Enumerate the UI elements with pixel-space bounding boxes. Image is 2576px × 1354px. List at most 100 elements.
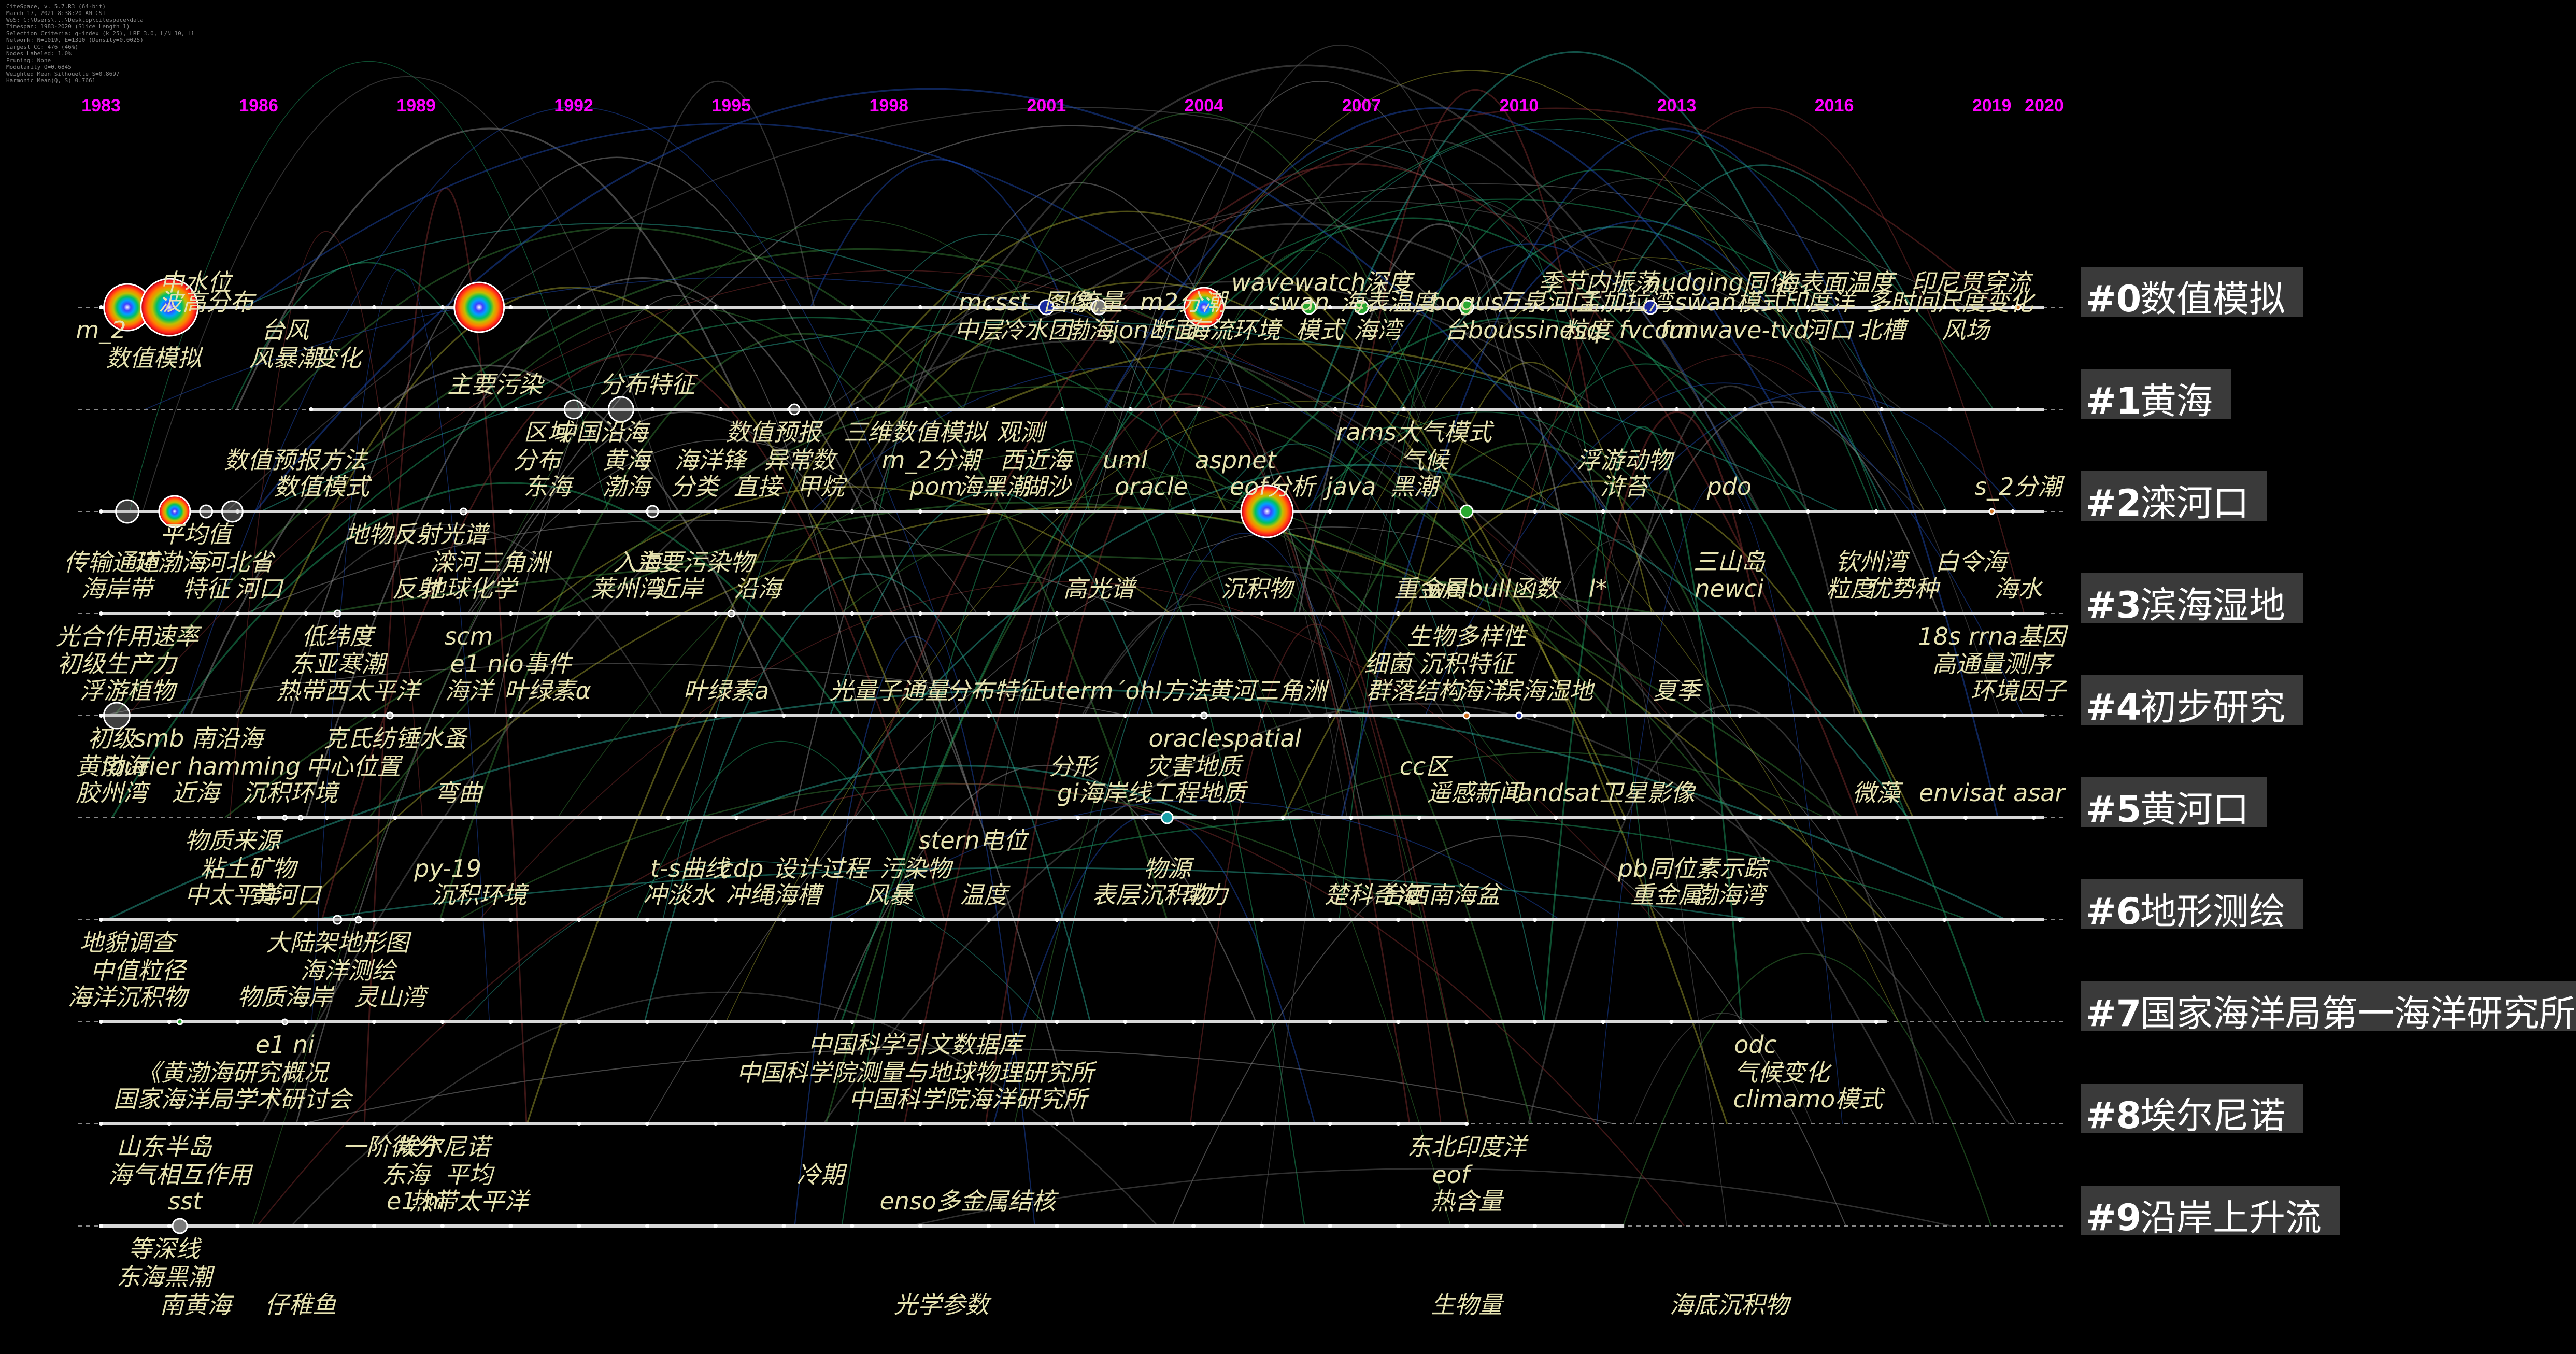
year-tick-label: 1983 (81, 96, 121, 116)
node-dot (1191, 1122, 1196, 1126)
info-line: Largest CC: 476 (46%) (6, 44, 79, 50)
node-dot (440, 509, 445, 514)
keyword-label: java (1323, 473, 1376, 501)
link-arc (636, 741, 926, 920)
node-dot (871, 816, 875, 820)
cluster-name: 黄海 (2140, 380, 2213, 422)
link-arc (289, 156, 944, 716)
link-arc (479, 581, 1654, 920)
link-arc (241, 223, 980, 308)
cluster-label-bg (2081, 267, 2303, 317)
keyword-label: l* (1589, 575, 1607, 603)
node-dot (1674, 407, 1679, 411)
node-dot (781, 1122, 786, 1126)
node-dot (1874, 611, 1878, 616)
node-dot (577, 305, 581, 309)
keyword-label: 入海 (613, 548, 664, 576)
node-dot (781, 918, 786, 922)
node-dot (1470, 407, 1474, 411)
node-dot (986, 1020, 991, 1024)
node-dot (1396, 1224, 1401, 1228)
link-arc (458, 782, 1425, 921)
node-dot (235, 305, 240, 309)
link-arc (250, 317, 1373, 614)
info-line: March 17, 2021 8:38:20 AM CST (6, 10, 106, 17)
keyword-label: 粒度 (1563, 316, 1615, 344)
node-dot (1743, 407, 1747, 411)
keyword-label: 风暴潮 (249, 344, 324, 372)
keyword-label: 中国科学引文数据库 (808, 1031, 1026, 1059)
node-dot (235, 509, 240, 514)
link-arc (1094, 81, 1546, 512)
keyword-label: bogus (1430, 288, 1503, 316)
keyword-label: 优势种 (1867, 575, 1941, 603)
link-arc (1167, 250, 1447, 512)
keyword-label: eof (1432, 1161, 1472, 1189)
link-arc (825, 475, 1532, 1124)
keyword-label: 中国科学院海洋研究所 (848, 1085, 1090, 1113)
node-dot (1879, 407, 1884, 411)
citation-node (1183, 287, 1225, 328)
keyword-label: 三维数值模拟 (844, 418, 989, 446)
keyword-label: m_2分潮 (882, 446, 984, 474)
node-dot (530, 816, 534, 820)
info-line: Selection Criteria: g-index (k=25), LRF=… (6, 30, 193, 37)
node-dot (1464, 918, 1469, 922)
keyword-label: 冷期 (797, 1161, 848, 1189)
keyword-label: 渤海 (603, 473, 653, 501)
keyword-label: 黑潮 (1390, 473, 1442, 501)
keyword-label: envisat asar (1919, 779, 2067, 807)
cluster-label-bg (2081, 879, 2303, 929)
node-dot (235, 918, 240, 922)
node-dot (850, 1020, 855, 1024)
node-dot (1601, 1224, 1605, 1228)
keyword-label: 热带西太平洋 (276, 677, 422, 705)
cluster-label-bg (2081, 1084, 2303, 1133)
keyword-label: 季节内振荡 (1539, 268, 1661, 296)
node-dot (713, 305, 718, 309)
keyword-label: 变化 (314, 344, 364, 372)
node-dot (1076, 816, 1080, 820)
keyword-label: 遥感 (1427, 779, 1478, 807)
node-dot (1055, 1224, 1059, 1228)
keyword-label: wavewatch (1231, 268, 1366, 296)
citation-node (140, 278, 199, 337)
link-arc (833, 764, 1257, 1022)
link-arc (111, 482, 909, 818)
keyword-label: 海洋沉积物 (68, 983, 190, 1011)
link-arc (1167, 118, 1994, 410)
link-arc (261, 340, 1917, 1124)
keyword-label: fourier hamming (101, 752, 301, 780)
node-dot (781, 611, 786, 616)
citation-node (386, 711, 394, 720)
cluster-id: #9 (2086, 1196, 2141, 1239)
node-dot (304, 1122, 308, 1126)
keyword-label: 东海 (523, 473, 574, 501)
node-dot (235, 714, 240, 718)
keyword-label: 河北省 (202, 548, 276, 576)
link-arc (127, 270, 1669, 716)
keyword-label: gi海岸线工程地质 (1057, 779, 1248, 807)
info-panel: CiteSpace, v. 5.7.R3 (64-bit)March 17, 2… (6, 3, 193, 84)
link-arc (113, 248, 1613, 717)
node-dot (1758, 816, 1763, 820)
cluster-id: #1 (2086, 380, 2141, 422)
node-dot (1417, 816, 1421, 820)
node-dot (713, 509, 718, 514)
keyword-label: 主要污染 (447, 370, 545, 398)
keyword-label: swan模式 (1674, 288, 1787, 316)
node-dot (1259, 1122, 1264, 1126)
citation-node (607, 396, 634, 423)
node-dot (235, 1224, 240, 1228)
node-dot (1554, 816, 1558, 820)
node-dot (1963, 816, 1968, 820)
node-dot (1280, 816, 1285, 820)
node-dot (855, 407, 860, 411)
node-dot (1532, 1224, 1537, 1228)
keyword-label: 夏季 (1653, 677, 1703, 705)
keyword-label: nudging同化 (1646, 268, 1794, 296)
node-dot (986, 305, 991, 309)
node-dot (235, 1020, 240, 1024)
keyword-label: 渤海 (1064, 316, 1115, 344)
